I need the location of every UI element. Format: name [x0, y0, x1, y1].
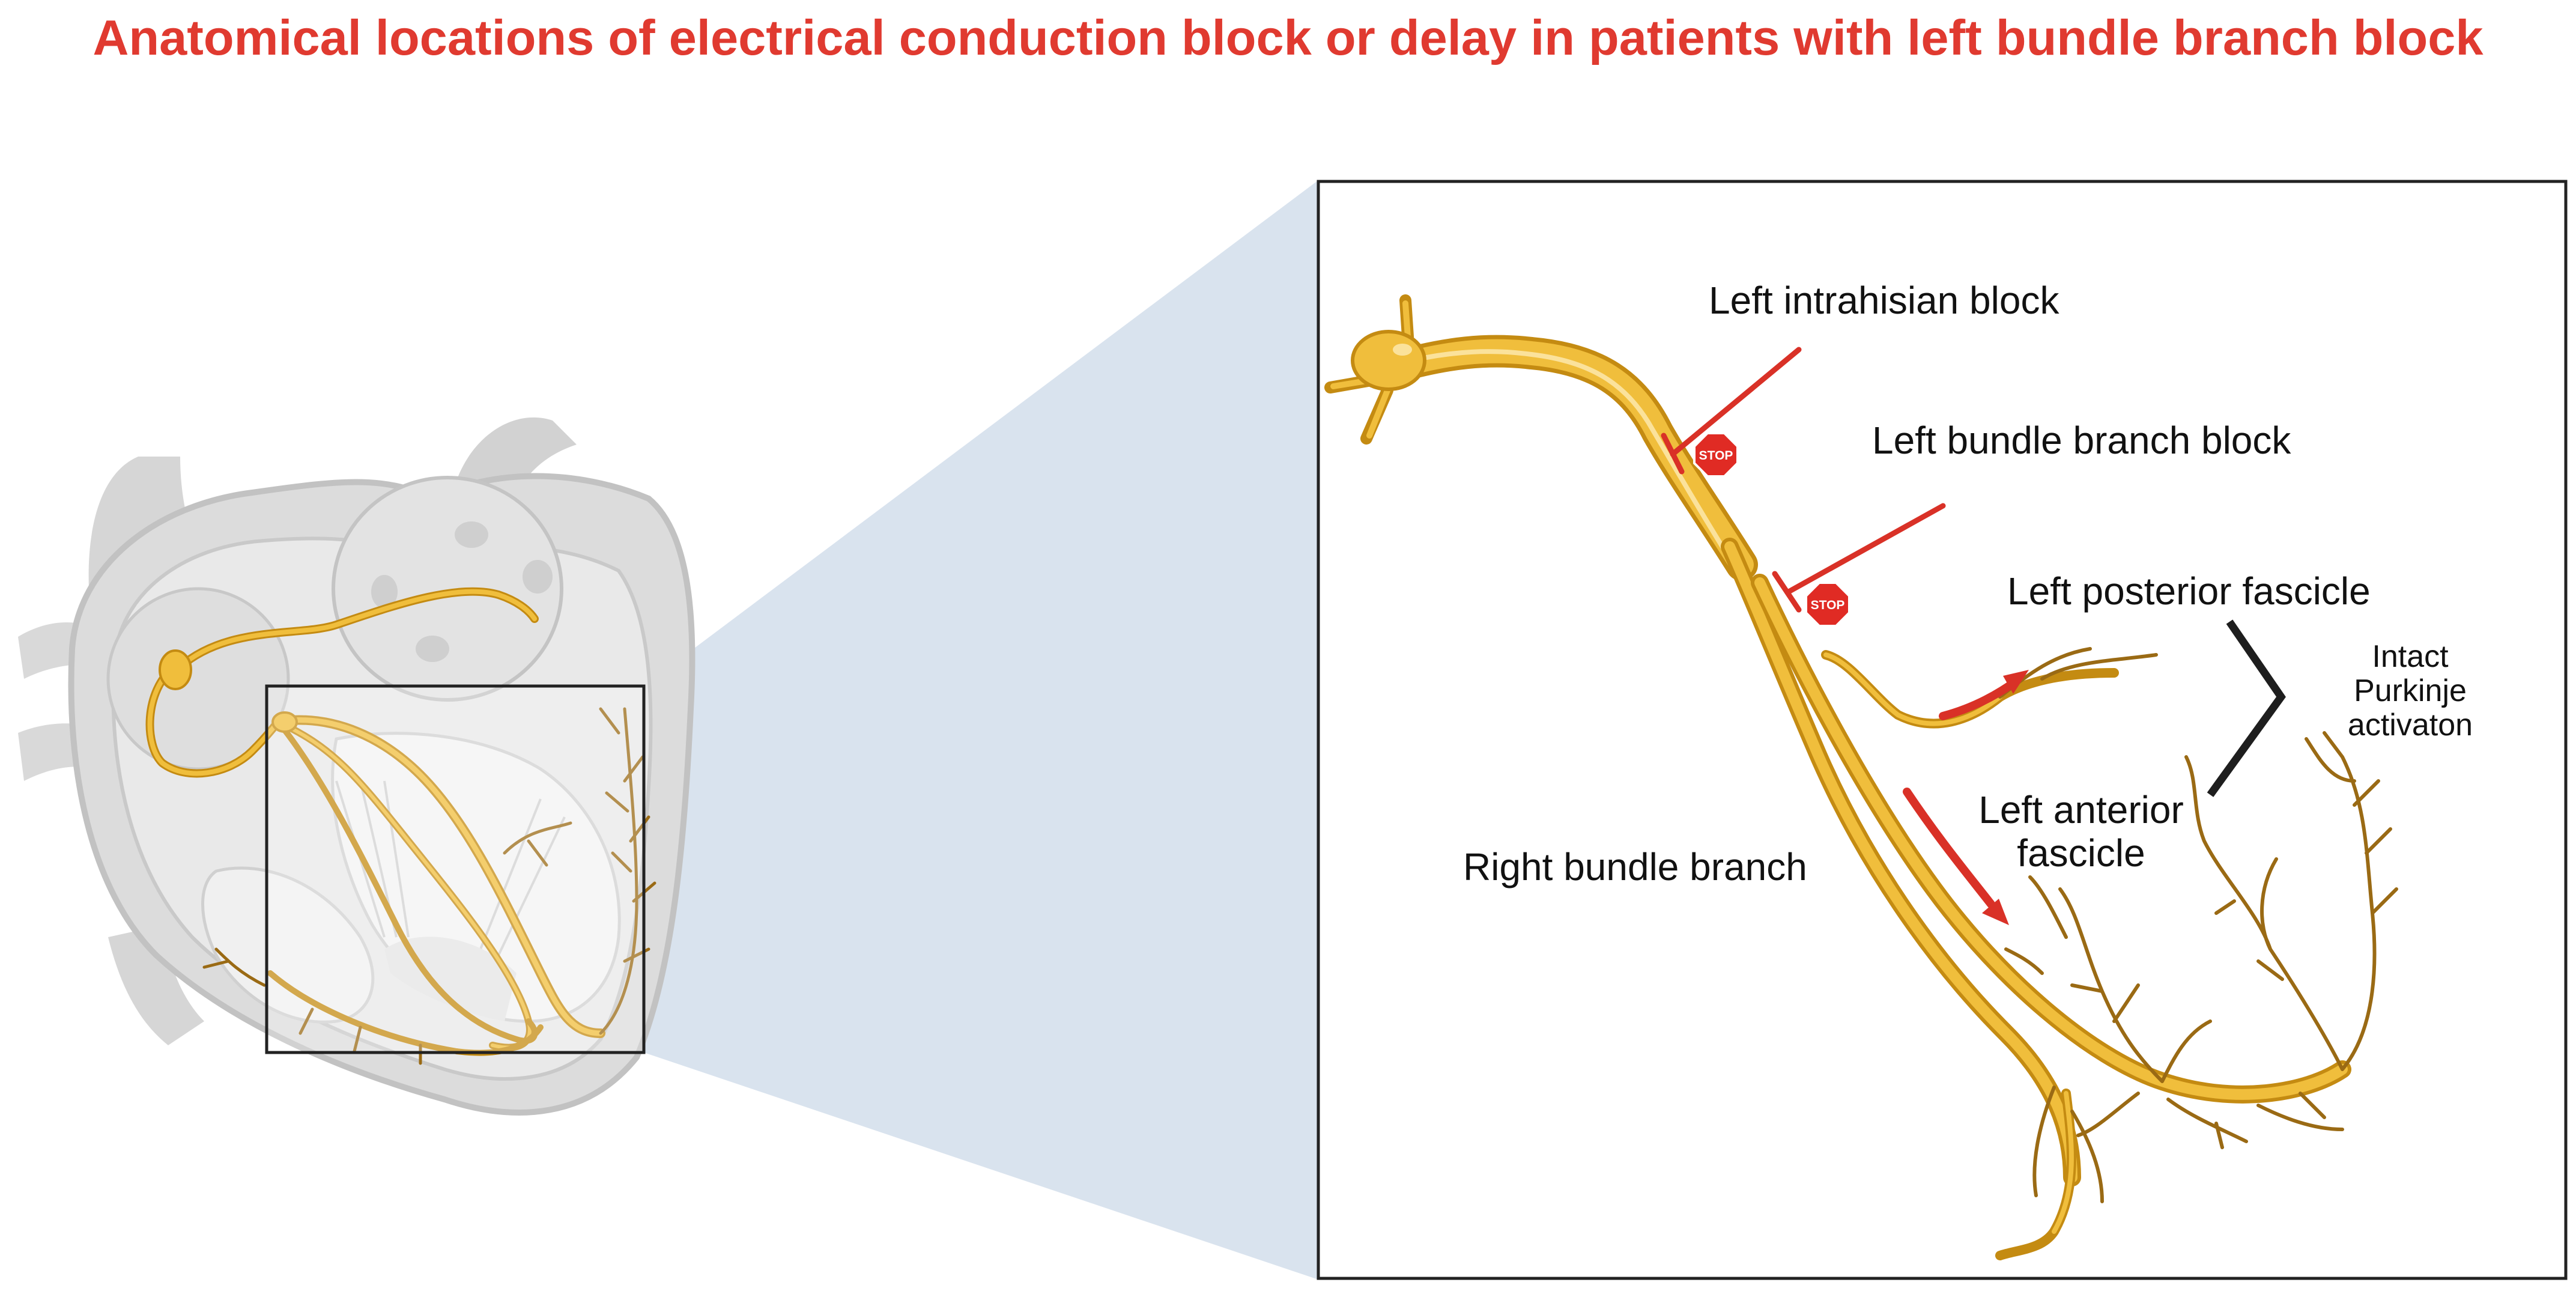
sa-node [159, 649, 192, 690]
valve-dot-4 [371, 575, 398, 609]
aortic-valve [332, 476, 563, 702]
av-node-stub-bottom-fill [1366, 387, 1390, 439]
stop-sign-text: STOP [1699, 449, 1733, 463]
label-left-anterior-fascicle: Left anterior [1978, 788, 2184, 831]
label-right-bundle-branch: Right bundle branch [1463, 845, 1807, 888]
intrahisian-block-tick [1661, 433, 1685, 475]
right-bundle-tail-fill [2052, 1091, 2074, 1234]
label-left-intrahisian-block: Left intrahisian block [1709, 279, 2059, 322]
intrahisian-block-line [1670, 347, 1802, 457]
purkinje-network [1998, 647, 2398, 1149]
av-node [1351, 330, 1426, 391]
stop-sign-octagon [1805, 582, 1850, 627]
heart-illustration [18, 417, 696, 1116]
label-left-posterior-fascicle: Left posterior fascicle [2007, 570, 2371, 613]
valve-dot-1 [455, 521, 488, 548]
inferior-vessel [108, 925, 204, 1045]
his-to-left-fill [279, 717, 604, 1036]
label-intact-purkinje-line3: activaton [2348, 708, 2473, 743]
block-markers [1661, 347, 2029, 925]
posterior-delay-arrow [1939, 678, 2019, 720]
bachmann-bundle-fill [178, 589, 537, 669]
right-bundle-branch-fill [1724, 541, 2077, 1183]
left-posterior-fascicle-fill [1823, 652, 2002, 726]
heart-conduction-system [145, 587, 656, 1065]
stop-sign-icon: STOP [1805, 582, 1850, 627]
stop-sign-text: STOP [1811, 598, 1845, 612]
stop-sign-octagon [1693, 432, 1739, 478]
zoom-region-box [265, 684, 646, 1054]
lbbb-block-line [1786, 503, 1946, 595]
label-intact-purkinje: Intact [2372, 639, 2449, 674]
av-node [271, 711, 298, 733]
right-bundle-purkinje [2032, 1086, 2104, 1203]
left-anterior-fascicle-fill [1754, 577, 2348, 1100]
stop-sign-icon: STOP [1693, 432, 1739, 478]
valve-dot-2 [523, 560, 553, 594]
anterior-delay-arrow [1903, 788, 1995, 908]
av-node-shine [1393, 344, 1412, 356]
label-left-bundle-branch-block: Left bundle branch block [1872, 419, 2291, 462]
conduction-system-illustration [1324, 294, 2398, 1260]
zoom-wedge [644, 180, 1318, 1280]
apex-arc [267, 970, 544, 1056]
purkinje-bracket [2207, 619, 2286, 797]
label-intact-purkinje-line2: Purkinje [2354, 673, 2467, 708]
label-left-anterior-fascicle-line2: fascicle [2017, 831, 2145, 875]
his-bundle-highlight [1397, 349, 1732, 561]
figure-title: Anatomical locations of electrical condu… [92, 10, 2484, 65]
valve-dot-3 [416, 636, 449, 662]
anterior-delay-arrowhead [1982, 899, 2009, 925]
posterior-delay-arrowhead [2003, 670, 2029, 694]
lbbb-block-tick [1772, 571, 1802, 613]
